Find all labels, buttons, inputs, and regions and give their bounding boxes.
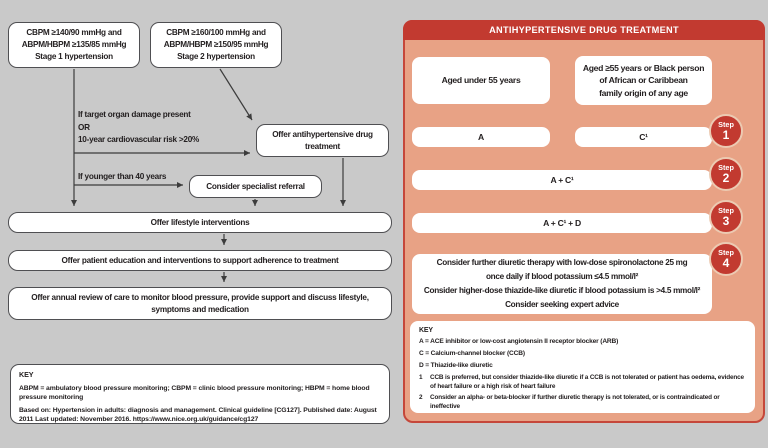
lifestyle-interventions-box: Offer lifestyle interventions <box>8 212 392 233</box>
step-3-label: Step <box>718 205 734 215</box>
right-key-def-d: D = Thiazide-like diuretic <box>419 362 493 370</box>
annual-review-box: Offer annual review of care to monitor b… <box>8 287 392 320</box>
step-4-badge: Step 4 <box>709 242 743 276</box>
left-key-box: KEY ABPM = ambulatory blood pressure mon… <box>10 364 390 424</box>
footnote-1-number: 1 <box>419 374 423 382</box>
aged-over-55-box: Aged ≥55 years or Black person of Africa… <box>575 56 712 105</box>
step-1-label: Step <box>718 119 734 129</box>
step-2-label: Step <box>718 162 734 172</box>
treatment-c-box: C¹ <box>575 127 712 147</box>
panel-header: ANTIHYPERTENSIVE DRUG TREATMENT <box>403 20 765 40</box>
stage2-text: CBPM ≥160/100 mmHg and ABPM/HBPM ≥150/95… <box>163 28 269 61</box>
step-4-label: Step <box>718 247 734 257</box>
consider-specialist-referral-box: Consider specialist referral <box>189 175 322 198</box>
treatment-acd-box: A + C¹ + D <box>412 213 712 233</box>
condition-target-organ-damage: If target organ damage present OR 10-yea… <box>78 110 200 145</box>
step-2-badge: Step 2 <box>709 157 743 191</box>
treatment-a-box: A <box>412 127 550 147</box>
left-key-abbreviations: ABPM = ambulatory blood pressure monitor… <box>19 384 370 401</box>
step4-diuretic-box: Consider further diuretic therapy with l… <box>412 254 712 314</box>
left-key-source: Based on: Hypertension in adults: diagno… <box>19 407 377 424</box>
right-key-footnote-1: 1 CCB is preferred, but consider thiazid… <box>419 374 746 391</box>
left-key-title: KEY <box>19 370 34 379</box>
footnote-2-text: Consider an alpha- or beta-blocker if fu… <box>430 394 720 410</box>
stage2-hypertension-box: CBPM ≥160/100 mmHg and ABPM/HBPM ≥150/95… <box>150 22 282 68</box>
footnote-1-text: CCB is preferred, but consider thiazide-… <box>430 374 744 390</box>
aged-under-55-box: Aged under 55 years <box>412 57 550 104</box>
footnote-2-number: 2 <box>419 394 423 402</box>
right-key-def-a: A = ACE inhibitor or low-cost angiotensi… <box>419 338 619 346</box>
step-1-number: 1 <box>722 128 730 143</box>
treatment-ac-box: A + C¹ <box>412 170 712 190</box>
condition-younger-than-40: If younger than 40 years <box>78 172 167 181</box>
step-3-badge: Step 3 <box>709 200 743 234</box>
step-1-badge: Step 1 <box>709 114 743 148</box>
right-key-def-c: C = Calcium-channel blocker (CCB) <box>419 350 525 358</box>
right-key-footnote-2: 2 Consider an alpha- or beta-blocker if … <box>419 394 746 411</box>
step-2-number: 2 <box>722 171 730 186</box>
step-4-number: 4 <box>722 256 730 271</box>
offer-drug-treatment-box: Offer antihypertensive drug treatment <box>256 124 389 157</box>
patient-education-box: Offer patient education and intervention… <box>8 250 392 271</box>
stage1-text: CBPM ≥140/90 mmHg and ABPM/HBPM ≥135/85 … <box>21 28 127 61</box>
stage1-hypertension-box: CBPM ≥140/90 mmHg and ABPM/HBPM ≥135/85 … <box>8 22 140 68</box>
right-key-title: KEY <box>419 327 433 334</box>
step-3-number: 3 <box>722 214 730 229</box>
right-key-box: KEY A = ACE inhibitor or low-cost angiot… <box>410 321 755 413</box>
